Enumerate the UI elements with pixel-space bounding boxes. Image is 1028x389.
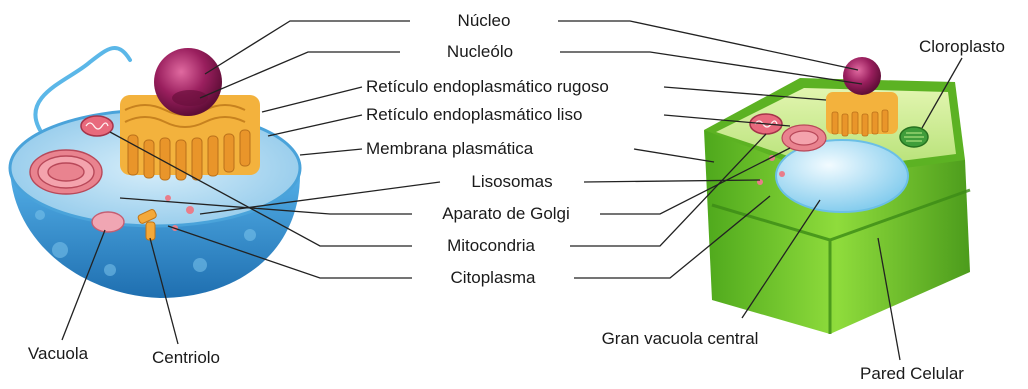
label-membrana-plasmatica: Membrana plasmática (366, 139, 534, 158)
label-centriolo: Centriolo (151, 348, 221, 367)
label-mitocondria: Mitocondria (447, 236, 535, 255)
label-reticulo-liso: Retículo endoplasmático liso (366, 105, 583, 124)
leader-lines (61, 20, 963, 361)
label-gran-vacuola-central: Gran vacuola central (601, 329, 759, 348)
label-nucleolo: Nucleólo (446, 42, 514, 61)
label-reticulo-rugoso: Retículo endoplasmático rugoso (366, 77, 609, 96)
label-citoplasma: Citoplasma (450, 268, 536, 287)
label-lisosomas: Lisosomas (471, 172, 553, 191)
plant-cell-icon (704, 57, 971, 334)
label-cloroplasto: Cloroplasto (919, 37, 1005, 56)
label-pared-celular: Pared Celular (860, 364, 964, 383)
label-aparato-golgi: Aparato de Golgi (442, 204, 570, 223)
label-nucleo: Núcleo (457, 11, 511, 30)
animal-cell-icon (8, 46, 302, 298)
label-vacuola: Vacuola (27, 344, 89, 363)
